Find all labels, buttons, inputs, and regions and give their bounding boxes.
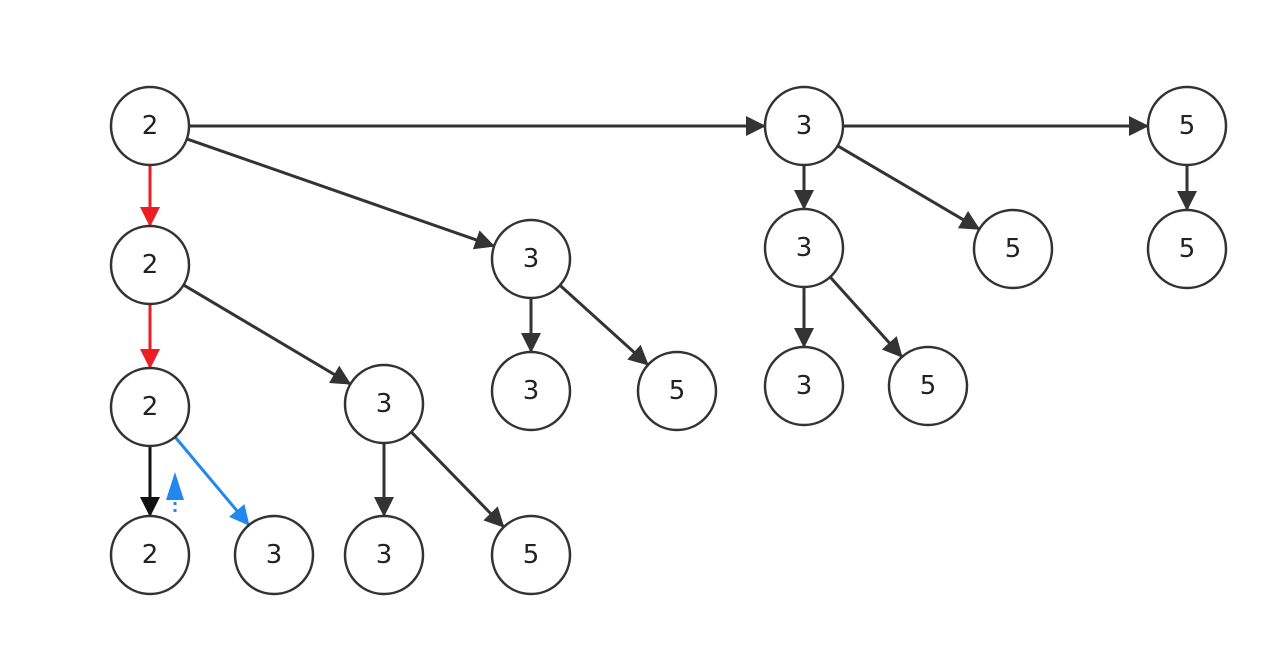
tree-node-n16: 3 [343, 514, 425, 596]
node-label: 3 [796, 371, 813, 401]
node-label: 3 [796, 111, 813, 141]
backtrack-marker [166, 472, 184, 514]
node-label: 5 [523, 540, 540, 570]
tree-node-n11: 5 [636, 350, 718, 432]
tree-node-n2: 5 [1146, 85, 1228, 167]
node-label: 3 [376, 389, 393, 419]
node-label: 2 [142, 111, 159, 141]
backtrack-arrow-head [166, 472, 184, 500]
node-circle [343, 514, 425, 596]
node-circle [490, 218, 572, 300]
node-circle [1146, 208, 1228, 290]
tree-node-n6: 5 [972, 208, 1054, 290]
tree-node-n15: 3 [233, 514, 315, 596]
node-label: 3 [266, 540, 283, 570]
nodes-layer: 2 3 5 2 3 3 5 5 2 3 3 5 3 5 2 3 3 5 [109, 85, 1228, 596]
edge-n9-n17 [410, 430, 505, 528]
node-circle [887, 345, 969, 427]
edge-n4-n11 [558, 284, 649, 366]
tree-node-n7: 5 [1146, 208, 1228, 290]
node-label: 3 [523, 376, 540, 406]
tree-node-n12: 3 [763, 345, 845, 427]
node-circle [109, 514, 191, 596]
tree-node-n0: 2 [109, 85, 191, 167]
node-circle [109, 85, 191, 167]
tree-node-n5: 3 [763, 207, 845, 289]
tree-node-n4: 3 [490, 218, 572, 300]
node-circle [636, 350, 718, 432]
node-label: 5 [1005, 234, 1022, 264]
node-label: 5 [669, 376, 686, 406]
edges-layer [140, 116, 1197, 528]
node-circle [763, 85, 845, 167]
node-label: 2 [142, 540, 159, 570]
tree-node-n1: 3 [763, 85, 845, 167]
node-circle [1146, 85, 1228, 167]
tree-node-n10: 3 [490, 350, 572, 432]
node-label: 5 [920, 371, 937, 401]
edge-n8-n15 [173, 435, 250, 526]
tree-node-n17: 5 [490, 514, 572, 596]
node-circle [763, 207, 845, 289]
node-label: 5 [1179, 234, 1196, 264]
edge-n1-n6 [836, 144, 981, 230]
node-label: 3 [523, 244, 540, 274]
tree-node-n3: 2 [109, 224, 191, 306]
node-circle [972, 208, 1054, 290]
node-label: 2 [142, 392, 159, 422]
node-circle [233, 514, 315, 596]
node-label: 3 [796, 233, 813, 263]
edge-n0-n4 [186, 137, 496, 250]
node-label: 2 [142, 250, 159, 280]
tree-node-n8: 2 [109, 366, 191, 448]
edge-n5-n13 [828, 275, 903, 358]
node-circle [490, 350, 572, 432]
edge-n3-n9 [182, 283, 352, 385]
node-label: 3 [376, 540, 393, 570]
tree-node-n14: 2 [109, 514, 191, 596]
tree-node-n9: 3 [343, 363, 425, 445]
node-circle [763, 345, 845, 427]
node-label: 5 [1179, 111, 1196, 141]
node-circle [109, 366, 191, 448]
tree-node-n13: 5 [887, 345, 969, 427]
node-circle [490, 514, 572, 596]
node-circle [343, 363, 425, 445]
node-circle [109, 224, 191, 306]
